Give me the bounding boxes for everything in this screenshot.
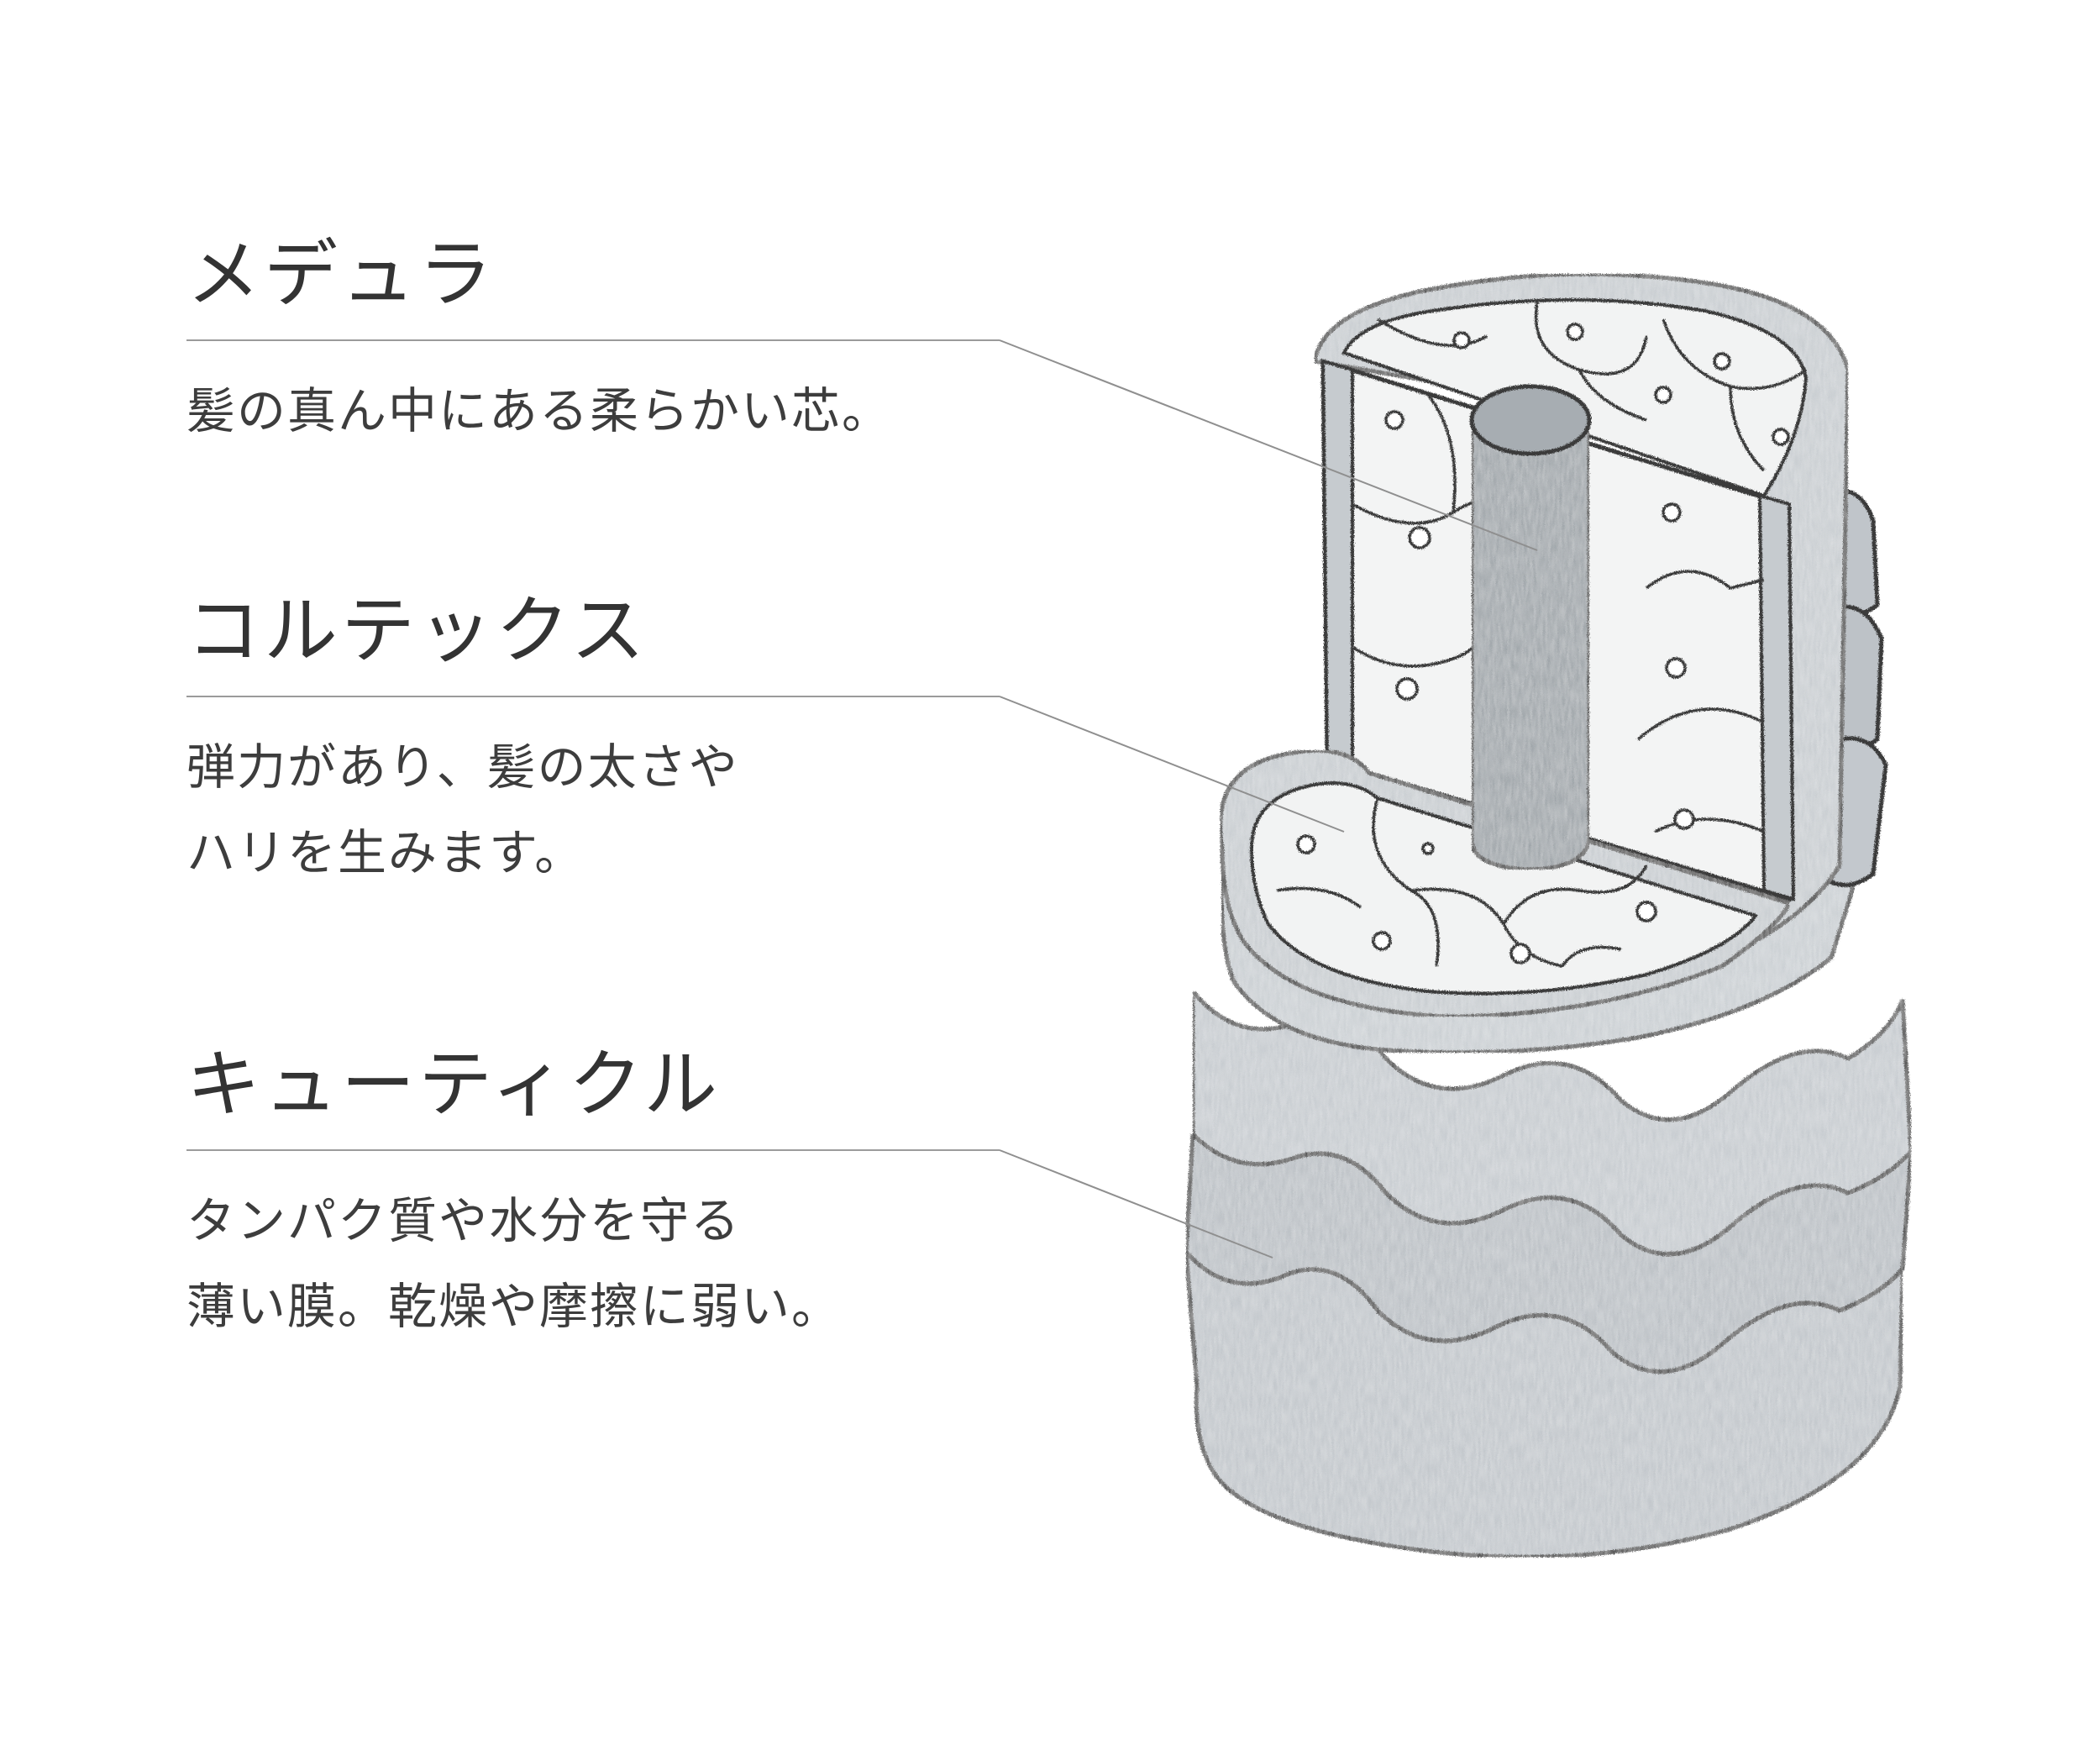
desc-line: タンパク質や水分を守る [186, 1192, 742, 1249]
desc-line: 弾力があり、髪の太さや [186, 738, 739, 796]
medulla-core [1469, 384, 1592, 872]
leader-line-cuticle [999, 1149, 1273, 1259]
desc-line: ハリを生みます。 [186, 824, 585, 881]
desc-medulla: 髪の真ん中にある柔らかい芯。 [186, 368, 892, 454]
label-cuticle: キューティクル タンパク質や水分を守る 薄い膜。乾燥や摩擦に弱い。 [186, 1041, 1026, 1335]
desc-cuticle: タンパク質や水分を守る 薄い膜。乾燥や摩擦に弱い。 [186, 1178, 842, 1349]
rule-cuticle [186, 1149, 1000, 1151]
rule-cortex [186, 696, 1000, 697]
front-disc [1218, 748, 1793, 1019]
leader-line-cortex [999, 696, 1345, 833]
term-cortex: コルテックス [186, 587, 648, 674]
leader-lines [999, 339, 1538, 1259]
desc-line: 髪の真ん中にある柔らかい芯。 [186, 382, 893, 439]
term-cuticle: キューティクル [186, 1041, 722, 1127]
label-cortex: コルテックス 弾力があり、髪の太さや ハリを生みます。 [186, 587, 1026, 881]
leader-line-medulla [999, 339, 1538, 551]
desc-cortex: 弾力があり、髪の太さや ハリを生みます。 [186, 724, 739, 896]
cuticle-layer-upper [1190, 985, 1914, 1257]
desc-line: 薄い膜。乾燥や摩擦に弱い。 [186, 1278, 843, 1335]
term-medulla: メデュラ [186, 231, 496, 318]
rule-medulla [186, 339, 1000, 341]
label-medulla: メデュラ 髪の真ん中にある柔らかい芯。 [186, 231, 1026, 439]
